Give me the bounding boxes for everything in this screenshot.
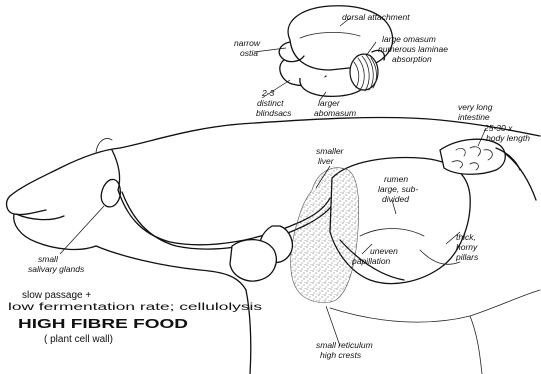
label-salivary-glands: salivary glands	[28, 264, 85, 274]
label-very-long: very long	[458, 102, 493, 112]
label-large-omasum: large omasum	[382, 34, 436, 44]
label-small-reticulum: small reticulum	[316, 340, 373, 350]
label-liver: liver	[318, 156, 335, 166]
label-plant-cell-wall: ( plant cell wall)	[44, 334, 113, 345]
label-intestine: intestine	[458, 112, 490, 122]
neck-underline	[96, 246, 246, 290]
label-ostia: ostia	[240, 48, 258, 58]
intestine-mass	[440, 139, 505, 174]
label-body-length: body length	[486, 133, 530, 143]
liver	[291, 168, 359, 303]
label-papillation: papillation	[351, 256, 391, 266]
head-outline	[7, 148, 120, 215]
label-thick: thick,	[456, 232, 476, 242]
mouth-and-salivary-glands	[16, 150, 120, 254]
label-rumen: rumen	[384, 174, 408, 184]
label-narrow: narrow	[234, 38, 261, 48]
label-rumen-large: large, sub-	[378, 184, 418, 194]
label-small: small	[38, 254, 59, 264]
label-distinct: distinct	[257, 98, 284, 108]
label-abomasum: abomasum	[314, 108, 356, 118]
salivary-gland	[101, 179, 120, 206]
label-horny: horny	[456, 242, 478, 252]
label-pillars: pillars	[455, 252, 479, 262]
label-numerous-laminae: numerous laminae	[378, 44, 448, 54]
label-slow-passage: slow passage +	[22, 290, 91, 301]
label-dorsal-attachment: dorsal attachment	[342, 12, 410, 22]
label-uneven: uneven	[370, 246, 398, 256]
label-blindsacs: blindsacs	[256, 108, 292, 118]
label-25-30x: 25-30 x	[483, 123, 513, 133]
label-absorption: absorption	[392, 54, 432, 64]
stomach-complex	[230, 158, 470, 303]
label-2-3: 2-3	[261, 88, 275, 98]
label-fermentation: low fermentation rate; cellulolysis	[8, 302, 262, 313]
label-rumen-divided: divided	[382, 194, 409, 204]
abomasum	[230, 240, 276, 281]
label-smaller: smaller	[316, 146, 345, 156]
label-larger: larger	[318, 98, 341, 108]
label-high-fibre-food: HIGH FIBRE FOOD	[18, 316, 188, 331]
label-high-crests: high crests	[320, 350, 362, 360]
hind-leg	[470, 316, 482, 374]
belly-line	[330, 290, 540, 322]
